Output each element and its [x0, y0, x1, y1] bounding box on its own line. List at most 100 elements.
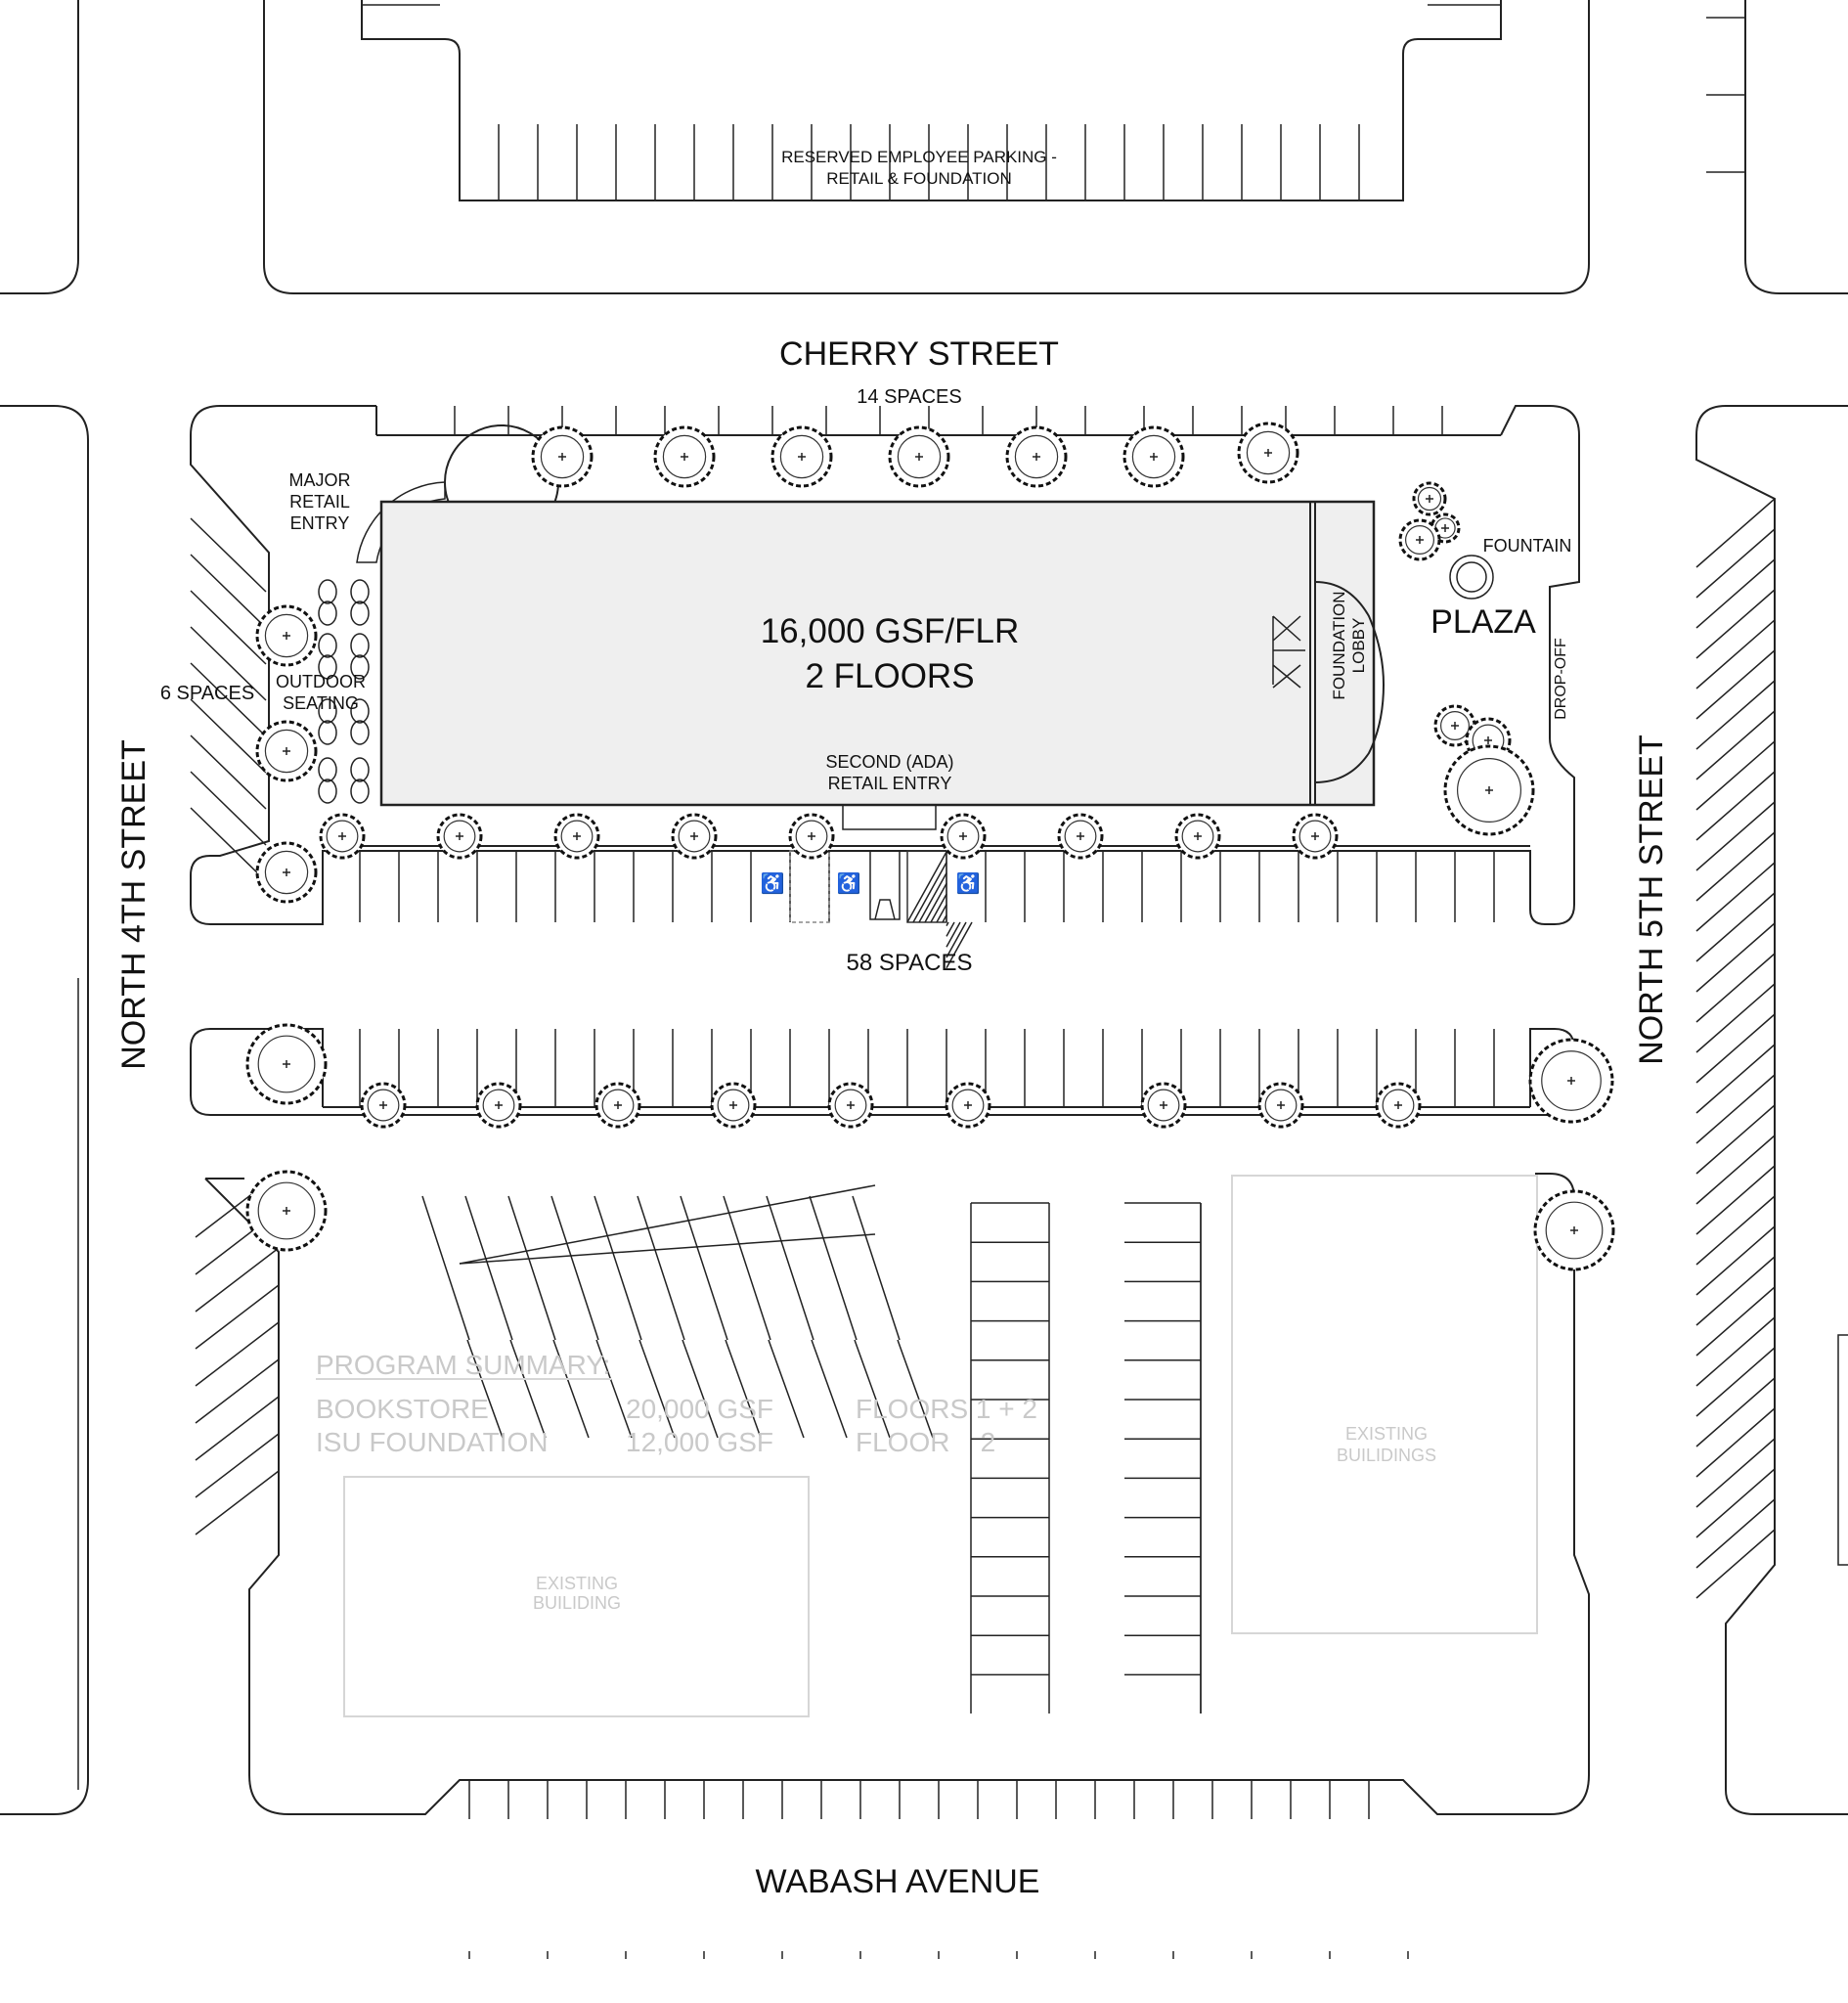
tree-icon — [1122, 425, 1185, 488]
foundation-lobby-label: FOUNDATION — [1330, 591, 1348, 699]
stall-line — [190, 517, 267, 593]
seat — [350, 757, 370, 782]
block-top-right-stalls — [1706, 17, 1745, 173]
outdoor-seating — [318, 579, 370, 804]
stall-line — [1695, 771, 1776, 841]
fountain-icon — [1449, 555, 1494, 600]
diagonal-stall-line — [594, 1195, 642, 1341]
diagonal-stall-line — [682, 1339, 719, 1439]
block-left — [0, 405, 89, 1815]
diagonal-stall-line — [811, 1339, 848, 1439]
diagonal-stall-line — [466, 1339, 504, 1439]
drop-off-label: DROP-OFF — [1553, 638, 1569, 720]
cherry-street-label: CHERRY STREET — [779, 335, 1059, 373]
tree-icon — [531, 425, 594, 488]
stall-line — [1695, 710, 1776, 780]
stall-line — [1695, 649, 1776, 720]
hatch-line — [946, 921, 973, 969]
stall-line — [1695, 831, 1776, 902]
program-row-name: BOOKSTORE — [316, 1394, 489, 1424]
lower-parking-row — [190, 1028, 1575, 1116]
north-5th-street-label: NORTH 5TH STREET — [1633, 734, 1670, 1065]
stall-line — [1695, 1347, 1776, 1417]
seat — [318, 720, 337, 745]
employee-parking-label: RESERVED EMPLOYEE PARKING - — [781, 148, 1057, 166]
diagonal-stall-divider — [459, 1233, 876, 1265]
tree-icon — [255, 841, 318, 904]
diagonal-stall-line — [595, 1339, 633, 1439]
diagonal-stall-line — [509, 1339, 547, 1439]
diagonal-stall-line — [854, 1339, 891, 1439]
stall-line — [195, 1470, 280, 1536]
tree-icon — [553, 813, 600, 860]
seat — [318, 579, 337, 604]
tree-icon — [940, 813, 987, 860]
fountain-label: FOUNTAIN — [1483, 536, 1572, 556]
accessible-parking-icons: ♿ ♿ ♿ — [761, 871, 981, 895]
tree-icon — [1174, 813, 1221, 860]
tree-icon — [653, 425, 716, 488]
svg-text:MAJOR: MAJOR — [289, 470, 351, 490]
existing-building: EXISTING BUILIDING — [343, 1476, 810, 1717]
seat — [350, 720, 370, 745]
existing-buildings: EXISTING BUILIDINGS — [1231, 1175, 1538, 1634]
trees — [245, 422, 1615, 1271]
tree-icon — [245, 1170, 328, 1252]
stall-line — [190, 807, 267, 882]
stall-line — [1695, 1104, 1776, 1175]
seat — [318, 698, 337, 724]
tree-icon — [319, 813, 366, 860]
tree-icon — [710, 1082, 757, 1129]
tree-icon — [945, 1082, 991, 1129]
seat — [318, 779, 337, 804]
block-right-edge-stub — [1837, 1334, 1848, 1566]
tree-icon — [671, 813, 718, 860]
diagonal-stall-line — [723, 1195, 771, 1341]
tree-icon — [788, 813, 835, 860]
svg-text:ENTRY: ENTRY — [290, 513, 350, 533]
accessible-parking-icon: ♿ — [837, 871, 861, 895]
tree-icon — [827, 1082, 874, 1129]
diagonal-stall-line — [464, 1195, 513, 1341]
stall-line — [1695, 740, 1776, 811]
seat — [350, 698, 370, 724]
building-area-label: 16,000 GSF/FLR — [761, 612, 1020, 650]
tree-icon — [1533, 1189, 1615, 1271]
diagonal-stall-line — [809, 1195, 858, 1341]
cherry-street-stalls — [454, 406, 1443, 435]
stall-line — [1695, 1256, 1776, 1326]
stall-line — [1695, 1377, 1776, 1447]
north-4th-angled-stalls — [190, 517, 267, 882]
stall-line — [1695, 1286, 1776, 1357]
stall-line — [195, 1247, 280, 1313]
wabash-avenue-label: WABASH AVENUE — [756, 1863, 1040, 1900]
hatch-line — [906, 851, 947, 923]
stall-line — [1695, 1316, 1776, 1387]
stall-line — [1695, 589, 1776, 659]
hatch-line — [936, 904, 947, 923]
stall-line — [1695, 1468, 1776, 1538]
plaza-label: PLAZA — [1430, 603, 1536, 641]
accessible-parking-icon: ♿ — [761, 871, 785, 895]
plaza: FOUNTAIN PLAZA DROP-OFF — [1430, 536, 1571, 720]
program-row-floors: FLOOR 2 — [856, 1427, 995, 1457]
stall-line — [190, 554, 267, 629]
svg-text:BUILIDING: BUILIDING — [533, 1593, 621, 1613]
accessible-parking-icon: ♿ — [956, 871, 981, 895]
employee-parking-label-2: RETAIL & FOUNDATION — [826, 169, 1012, 188]
north-4th-street-label: NORTH 4TH STREET — [115, 739, 153, 1070]
proposed-building: 16,000 GSF/FLR 2 FLOORS FOUNDATION LOBBY — [379, 500, 1386, 807]
stall-line — [195, 1321, 280, 1387]
diagonal-stall-line — [725, 1339, 762, 1439]
hatch-line — [912, 862, 947, 923]
building-floors-label: 2 FLOORS — [805, 657, 974, 695]
svg-text:BUILIDINGS: BUILIDINGS — [1337, 1446, 1436, 1465]
stall-line — [195, 1396, 280, 1461]
tree-icon — [360, 1082, 407, 1129]
diagonal-stall-line — [507, 1195, 556, 1341]
seat — [318, 601, 337, 626]
hatch-line — [924, 883, 947, 923]
tree-icon — [475, 1082, 522, 1129]
stall-line — [1695, 1498, 1776, 1569]
